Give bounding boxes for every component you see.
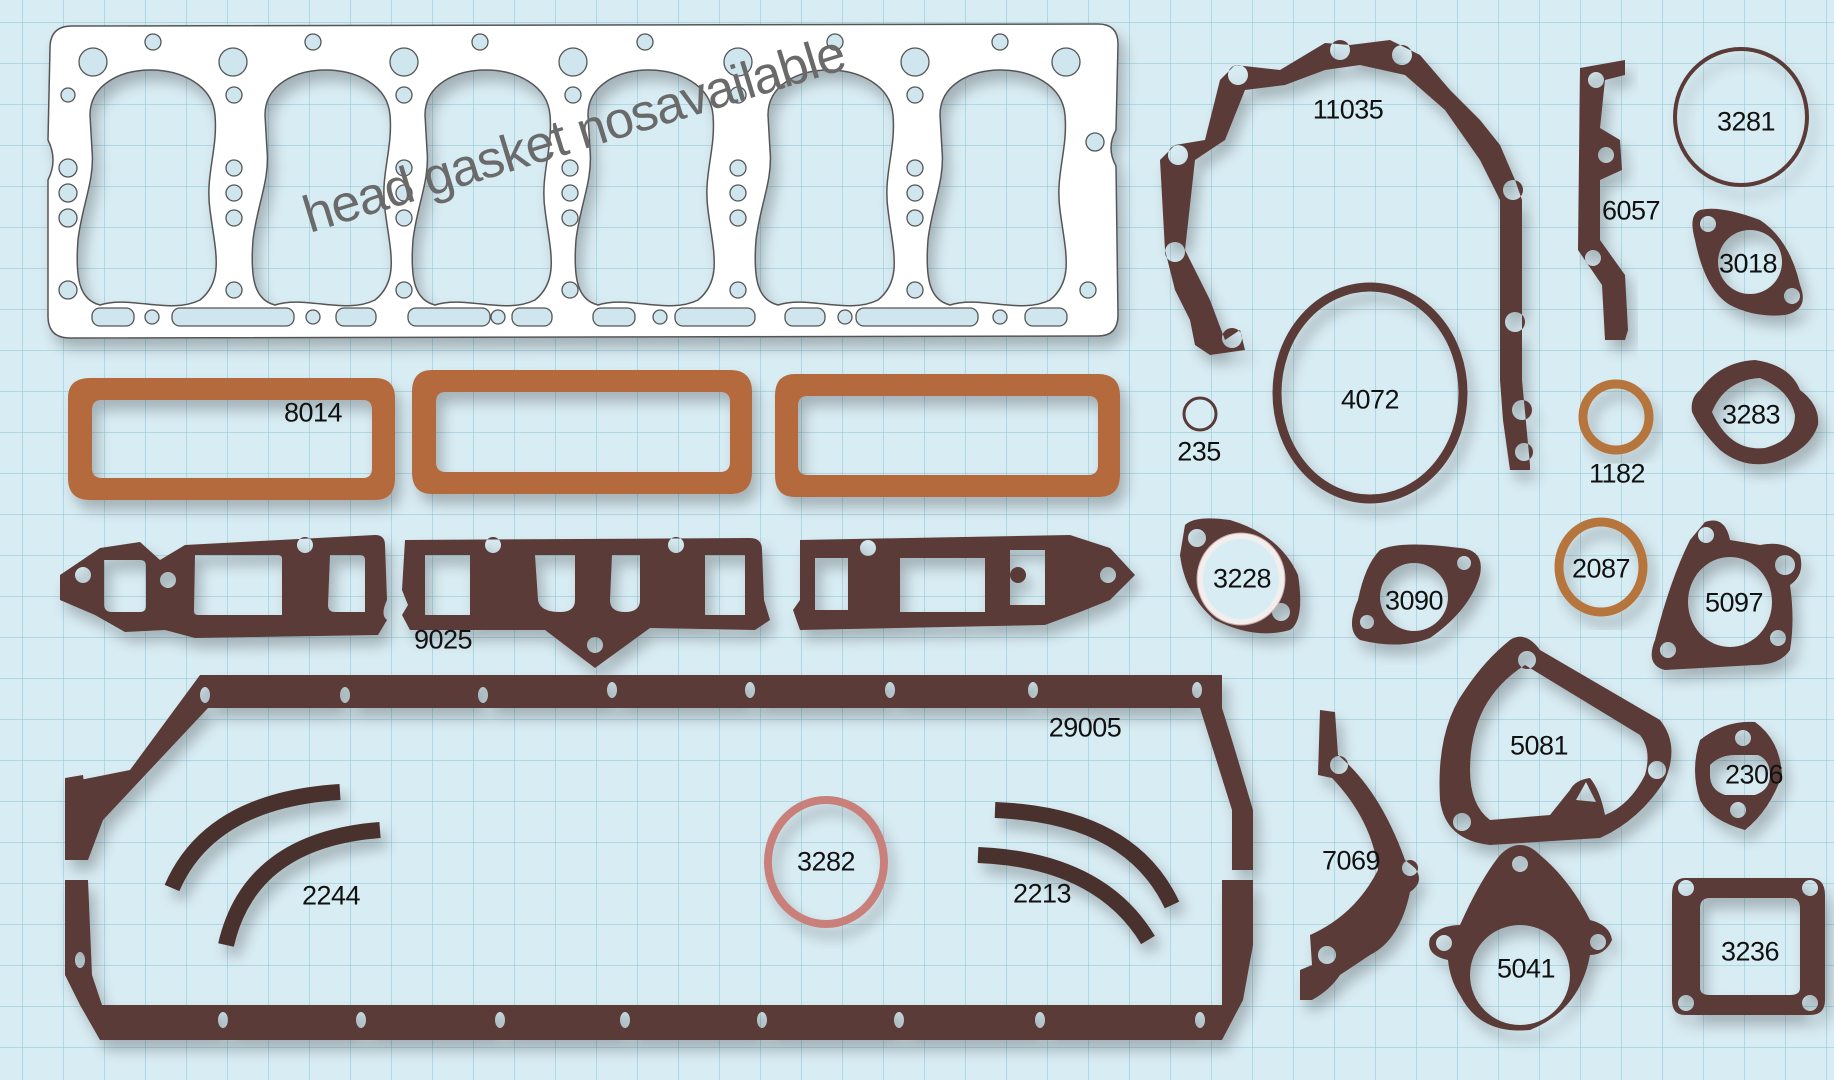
part-label-3236: 3236: [1720, 936, 1780, 967]
part-label-3281: 3281: [1716, 106, 1776, 137]
ring-gasket-4072: [1272, 282, 1468, 504]
rear-main-seal-gasket-7069: [1300, 710, 1419, 1000]
part-label-1182: 1182: [1588, 458, 1646, 489]
part-label-9025: 9025: [413, 624, 473, 655]
copper-washer-1182: [1578, 379, 1654, 455]
part-label-6057: 6057: [1601, 195, 1661, 226]
o-ring-3281: [1673, 47, 1809, 187]
rope-seals-2213: [977, 802, 1180, 945]
part-label-11035: 11035: [1312, 94, 1384, 125]
part-label-3282: 3282: [796, 846, 856, 877]
part-label-2087: 2087: [1571, 553, 1631, 584]
rubber-ring-3282: [764, 796, 888, 928]
part-label-5041: 5041: [1496, 953, 1556, 984]
side-gasket-6057: [1578, 60, 1628, 340]
rope-seals-2244: [164, 784, 381, 947]
small-ring-235: [1182, 396, 1218, 432]
copper-ring-2087: [1554, 517, 1648, 617]
water-pump-cover-gasket-5041: [1429, 845, 1612, 1031]
exhaust-flange-gasket-3228: [1180, 518, 1301, 634]
part-label-235: 235: [1177, 436, 1221, 467]
thermostat-gasket-3090: [1351, 544, 1481, 645]
part-label-7069: 7069: [1321, 845, 1381, 876]
part-label-2213: 2213: [1012, 878, 1072, 909]
part-label-29005: 29005: [1048, 712, 1122, 743]
water-pump-gasket-5081: [1439, 636, 1672, 845]
fuel-pump-gasket-3283: [1691, 360, 1819, 465]
part-label-3228: 3228: [1212, 563, 1272, 594]
part-label-3283: 3283: [1721, 399, 1781, 430]
part-label-3090: 3090: [1384, 585, 1444, 616]
oil-pan-gasket-29005: [65, 675, 1253, 1040]
part-label-4072: 4072: [1340, 384, 1400, 415]
part-label-5081: 5081: [1509, 730, 1569, 761]
flange-gasket-3018: [1692, 208, 1803, 316]
flange-gasket-2306: [1695, 721, 1782, 830]
part-label-8014: 8014: [283, 397, 343, 428]
part-label-3018: 3018: [1718, 248, 1778, 279]
cork-gasket-8014: [68, 370, 1120, 500]
manifold-gasket-9025: [60, 535, 1135, 668]
part-label-5097: 5097: [1704, 587, 1764, 618]
water-outlet-gasket-5097: [1651, 520, 1802, 670]
head-gasket: [47, 23, 1119, 339]
part-label-2306: 2306: [1724, 759, 1784, 790]
part-label-2244: 2244: [301, 880, 361, 911]
